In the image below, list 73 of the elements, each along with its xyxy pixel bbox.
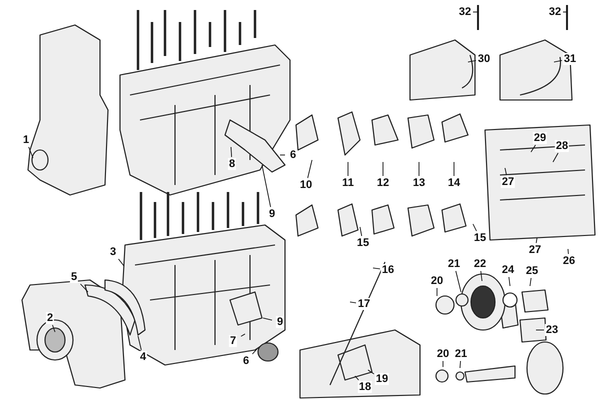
callout-number: 16 <box>380 264 396 276</box>
callout-number: 19 <box>374 373 390 385</box>
callout-number: 20 <box>436 348 450 360</box>
callout-number: 1 <box>22 134 30 146</box>
callout-number: 22 <box>472 258 488 270</box>
callout-number: 5 <box>70 271 78 283</box>
leader-line <box>354 376 359 380</box>
leader-line <box>382 162 384 176</box>
leader-line <box>262 318 272 320</box>
leader-line <box>80 284 88 292</box>
leader-line <box>554 60 562 62</box>
callout-number: 29 <box>532 132 548 144</box>
leader-line <box>472 224 477 232</box>
leader-line <box>262 164 271 208</box>
callout-number: 14 <box>446 177 462 189</box>
callout-number: 26 <box>562 255 576 267</box>
callout-number: 27 <box>500 176 516 188</box>
leader-line <box>552 152 558 162</box>
leader-line <box>536 238 538 244</box>
leader-line <box>530 278 532 286</box>
callout-number: 32 <box>458 6 472 18</box>
leader-line <box>372 268 380 270</box>
callout-number: 6 <box>288 149 298 161</box>
leader-line <box>138 336 142 350</box>
leader-line <box>240 334 246 337</box>
callout-number: 18 <box>358 381 372 393</box>
leader-line <box>568 248 569 254</box>
leader-line <box>460 360 461 368</box>
leader-line <box>230 146 232 158</box>
callout-number: 21 <box>446 258 462 270</box>
callout-number: 9 <box>268 208 276 220</box>
leader-line <box>52 324 56 332</box>
callout-number: 15 <box>356 237 370 249</box>
callout-number: 6 <box>242 355 250 367</box>
leader-line <box>480 270 482 282</box>
callout-number: 21 <box>454 348 468 360</box>
callout-number: 31 <box>562 53 578 65</box>
callout-number: 9 <box>276 316 284 328</box>
leader-line <box>468 60 476 62</box>
callout-number: 7 <box>228 335 238 347</box>
leader-line <box>508 276 510 286</box>
callout-number: 24 <box>500 264 516 276</box>
leader-line <box>118 258 124 266</box>
callout-number: 12 <box>376 177 390 189</box>
callout-number: 13 <box>412 177 426 189</box>
callout-number: 17 <box>356 298 372 310</box>
callout-number: 25 <box>524 265 540 277</box>
callout-number: 4 <box>138 351 148 363</box>
leader-line <box>368 370 374 374</box>
callout-number: 10 <box>298 179 314 191</box>
leader-line <box>252 348 258 354</box>
leader-line <box>350 302 356 304</box>
callout-number: 28 <box>554 140 570 152</box>
callout-number: 8 <box>228 158 236 170</box>
leader-line <box>418 162 420 176</box>
leader-line <box>530 144 536 152</box>
callout-number: 23 <box>544 324 560 336</box>
callout-number: 15 <box>472 232 488 244</box>
callout-number: 30 <box>476 53 492 65</box>
leader-line <box>455 270 462 292</box>
leader-line <box>504 168 507 176</box>
leader-line <box>360 226 362 236</box>
leader-line <box>442 360 444 368</box>
callout-number: 20 <box>430 275 444 287</box>
callout-number: 32 <box>548 6 562 18</box>
leader-line <box>280 154 286 156</box>
leader-line <box>307 160 312 178</box>
callout-number: 2 <box>46 312 54 324</box>
leader-line <box>436 288 438 296</box>
callout-number: 11 <box>341 177 355 189</box>
callout-number: 27 <box>528 244 542 256</box>
leader-line <box>28 146 34 158</box>
callout-number: 3 <box>108 246 118 258</box>
